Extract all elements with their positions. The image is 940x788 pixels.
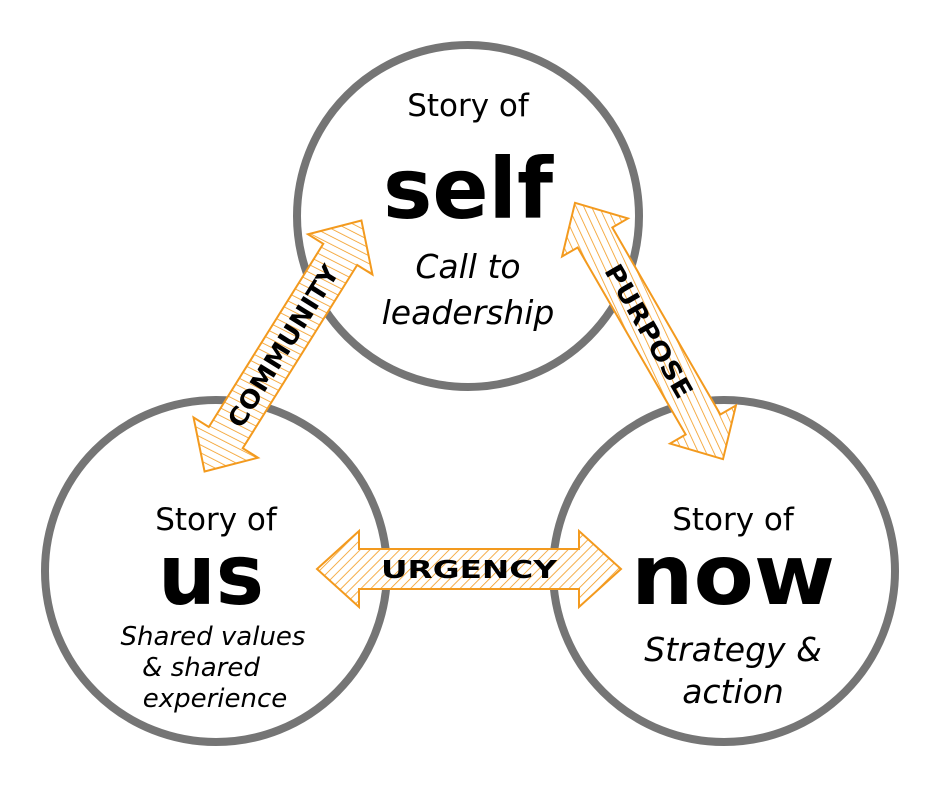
arrow-urgency: URGENCY <box>315 528 623 610</box>
arrow-label-community: COMMUNITY <box>222 259 346 433</box>
node-self: Story of self Call to leadership <box>382 88 555 332</box>
circle-self <box>293 41 643 391</box>
us-subtitle-line3: experience <box>143 684 288 714</box>
us-word: us <box>158 526 264 624</box>
self-subtitle-line1: Call to <box>415 247 520 286</box>
arrow-label-urgency: URGENCY <box>381 555 558 584</box>
node-us: Story of us Shared values & shared exper… <box>121 502 306 714</box>
us-subtitle-line1: Shared values <box>121 622 306 652</box>
now-subtitle-line1: Strategy & <box>644 630 822 669</box>
node-now: Story of now Strategy & action <box>631 502 835 711</box>
us-prefix: Story of <box>155 502 278 538</box>
now-subtitle-line2: action <box>682 672 784 711</box>
self-word: self <box>383 140 554 238</box>
arrow-label-purpose: PURPOSE <box>599 259 699 403</box>
us-subtitle-line2: & shared <box>142 653 260 683</box>
now-prefix: Story of <box>672 502 795 538</box>
self-subtitle-line2: leadership <box>382 293 555 332</box>
self-prefix: Story of <box>407 88 530 124</box>
now-word: now <box>631 526 835 624</box>
